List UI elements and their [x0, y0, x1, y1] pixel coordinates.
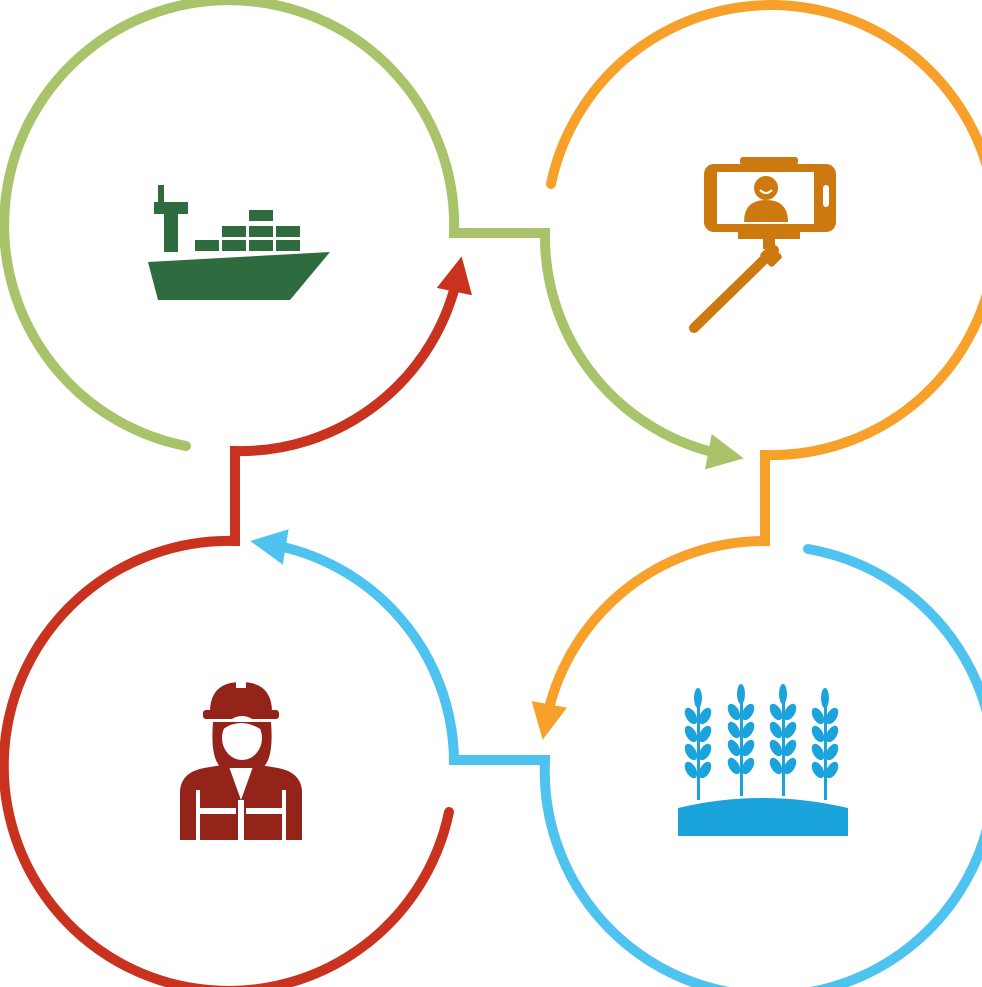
worker-ring [0, 256, 472, 987]
wheat-field-icon [678, 684, 848, 836]
selfie-stick-icon [689, 157, 836, 333]
construction-worker-icon [180, 680, 302, 846]
shipping-ring [0, 0, 744, 470]
agriculture-ring [250, 529, 982, 987]
container-ship-icon [148, 185, 330, 300]
selfie-ring [531, 0, 982, 740]
